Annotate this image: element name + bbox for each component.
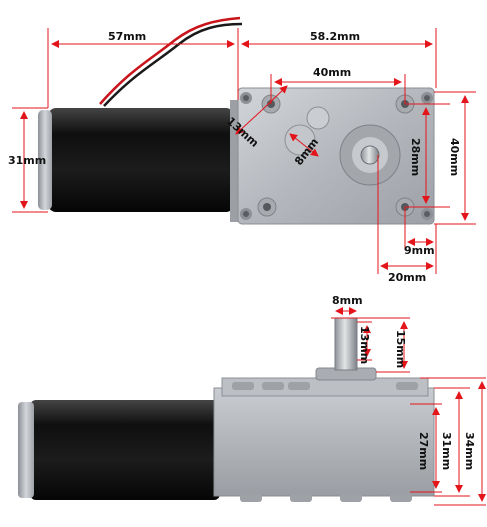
label-gearbox-body: 27mm xyxy=(417,432,430,470)
mounting-hole-top-right xyxy=(421,92,433,104)
label-shaft-diameter: 8mm xyxy=(332,294,363,307)
label-hole-edge-offset: 9mm xyxy=(404,244,435,257)
label-shaft-flat: 13mm xyxy=(358,326,371,364)
dimension-lines-top xyxy=(12,28,476,274)
side-screw-heads xyxy=(232,382,418,502)
top-view: 57mm 58.2mm 40mm 31mm 13mm 8mm 28mm 40mm… xyxy=(8,16,476,284)
label-motor-diameter: 31mm xyxy=(8,154,46,167)
output-shaft-end xyxy=(360,145,380,165)
mounting-hole-bottom-right xyxy=(421,208,433,220)
side-motor-end-cap xyxy=(18,402,34,498)
side-gearbox-base xyxy=(213,387,435,497)
label-motor-length: 57mm xyxy=(108,30,146,43)
label-hole-spacing-h: 28mm xyxy=(409,138,422,176)
gear-boss-upper xyxy=(306,106,330,130)
side-output-shaft xyxy=(334,317,358,371)
label-overall-height: 34mm xyxy=(463,432,476,470)
mounting-hole-bottom-left xyxy=(240,208,252,220)
mounting-hole-top-left xyxy=(240,92,252,104)
side-motor-body xyxy=(30,400,220,500)
label-gearbox-thickness: 31mm xyxy=(440,432,453,470)
label-overall-length: 58.2mm xyxy=(310,30,360,43)
label-hole-spacing-w: 40mm xyxy=(313,66,351,79)
label-gearbox-height: 40mm xyxy=(448,138,461,176)
side-view: 8mm 13mm 15mm 27mm 31mm 34mm xyxy=(18,294,486,506)
label-shaft-length: 15mm xyxy=(394,330,407,368)
label-shaft-offset: 20mm xyxy=(388,271,426,284)
motor-flange xyxy=(230,100,240,222)
motor-body xyxy=(48,108,234,212)
motor-end-cap xyxy=(38,110,52,210)
screw-boss-bl xyxy=(257,197,277,217)
dimension-lines-side xyxy=(331,307,486,506)
gearbox-housing xyxy=(237,87,435,225)
